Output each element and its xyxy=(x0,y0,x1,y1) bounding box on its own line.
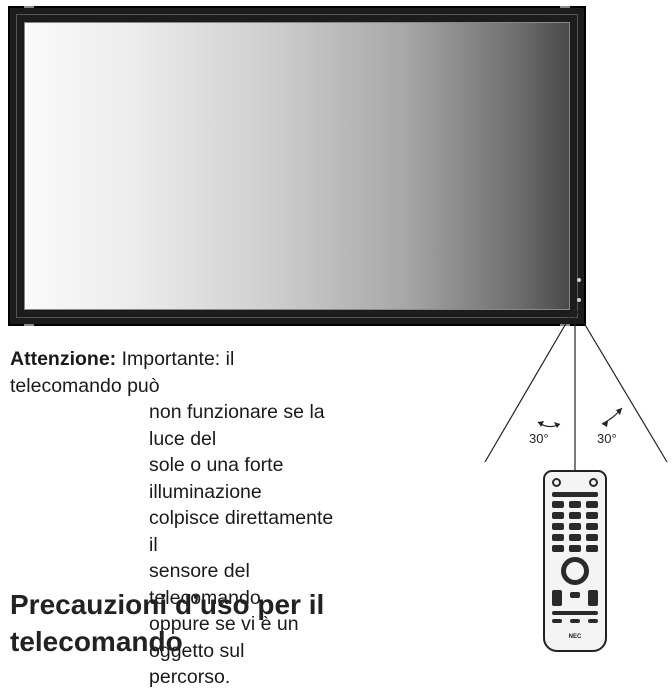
power-button-icon xyxy=(552,478,561,487)
right-angle-label: 30° xyxy=(597,431,617,446)
remote-button xyxy=(586,501,598,508)
caution-line-7: percorso. xyxy=(149,666,231,688)
remote-button xyxy=(586,534,598,541)
power-indicator xyxy=(577,298,581,302)
remote-button xyxy=(569,501,581,508)
reception-angle-diagram: 30° 30° xyxy=(480,300,672,659)
right-arrowhead xyxy=(602,421,608,427)
remote-button xyxy=(588,619,598,623)
left-arrowhead xyxy=(554,422,560,428)
heading-line-2: telecomando xyxy=(10,626,183,657)
remote-button xyxy=(552,501,564,508)
remote-button xyxy=(569,523,581,530)
remote-button xyxy=(552,545,564,552)
bezel-notch xyxy=(560,6,570,8)
bezel-notch xyxy=(24,6,34,8)
remote-button xyxy=(569,512,581,519)
input-button-icon xyxy=(589,478,598,487)
heading-line-1: Precauzioni d’uso per il xyxy=(10,589,325,620)
monitor-screen xyxy=(24,22,570,310)
remote-button xyxy=(586,512,598,519)
remote-button xyxy=(552,523,564,530)
remote-button xyxy=(552,534,564,541)
remote-button xyxy=(570,619,580,623)
left-angle-label: 30° xyxy=(529,431,549,446)
direction-pad-icon xyxy=(561,557,589,585)
remote-sensor xyxy=(577,278,581,282)
monitor-bezel xyxy=(16,14,578,318)
remote-rocker xyxy=(552,590,562,606)
right-arrowhead xyxy=(616,408,622,415)
remote-button xyxy=(570,592,580,598)
caution-line-5: sensore del telecomando xyxy=(149,560,261,609)
display-monitor xyxy=(8,6,586,326)
remote-button xyxy=(569,534,581,541)
remote-button-row xyxy=(552,492,598,497)
caution-line-6: oppure se vi è un oggetto sul xyxy=(149,613,299,662)
remote-button-row xyxy=(552,611,598,615)
left-range-line xyxy=(484,307,576,463)
bezel-notch xyxy=(24,324,34,326)
remote-button xyxy=(552,619,562,623)
caution-line-1: Importante: il telecomando può xyxy=(10,348,235,397)
section-heading: Precauzioni d’uso per il telecomando xyxy=(10,586,390,660)
caution-line-2: non funzionare se la luce del xyxy=(149,401,325,450)
remote-button xyxy=(586,523,598,530)
remote-brand-logo: NEC xyxy=(568,634,582,640)
left-arrowhead xyxy=(538,421,544,427)
remote-button xyxy=(586,545,598,552)
angle-lines-graphic xyxy=(484,307,668,470)
right-range-line xyxy=(574,307,668,463)
caution-label: Attenzione: xyxy=(10,348,117,370)
caution-line-4: colpisce direttamente il xyxy=(149,507,334,556)
remote-button xyxy=(552,512,564,519)
remote-rocker xyxy=(588,590,598,606)
remote-control: NEC xyxy=(543,470,607,652)
caution-line-3: sole o una forte illuminazione xyxy=(149,454,284,503)
remote-button xyxy=(569,545,581,552)
